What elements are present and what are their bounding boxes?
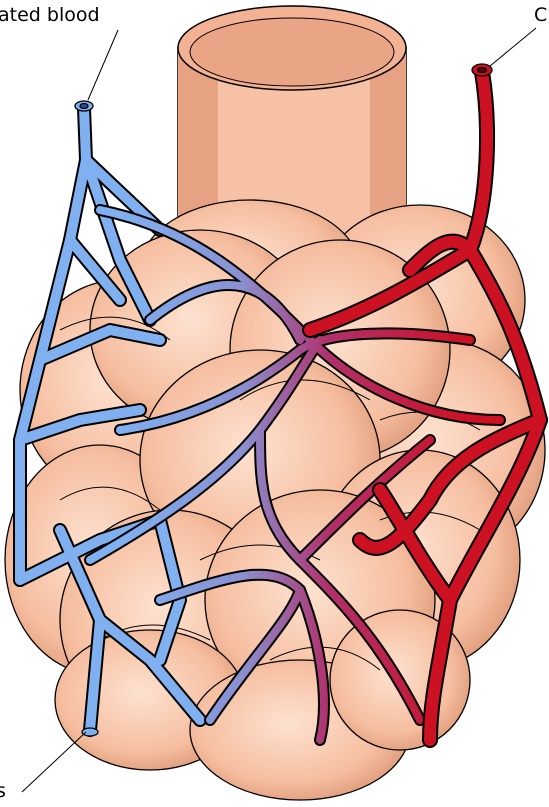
label-deoxygenated-blood: ated blood xyxy=(0,6,100,25)
leader-line-top-left xyxy=(88,30,118,100)
leader-line-top-right xyxy=(490,28,536,66)
label-oxygenated-blood: C xyxy=(534,6,547,25)
leader-line-bottom-left xyxy=(22,732,86,792)
label-capillaries: s xyxy=(0,782,6,801)
capillary-end-opening xyxy=(82,728,98,736)
